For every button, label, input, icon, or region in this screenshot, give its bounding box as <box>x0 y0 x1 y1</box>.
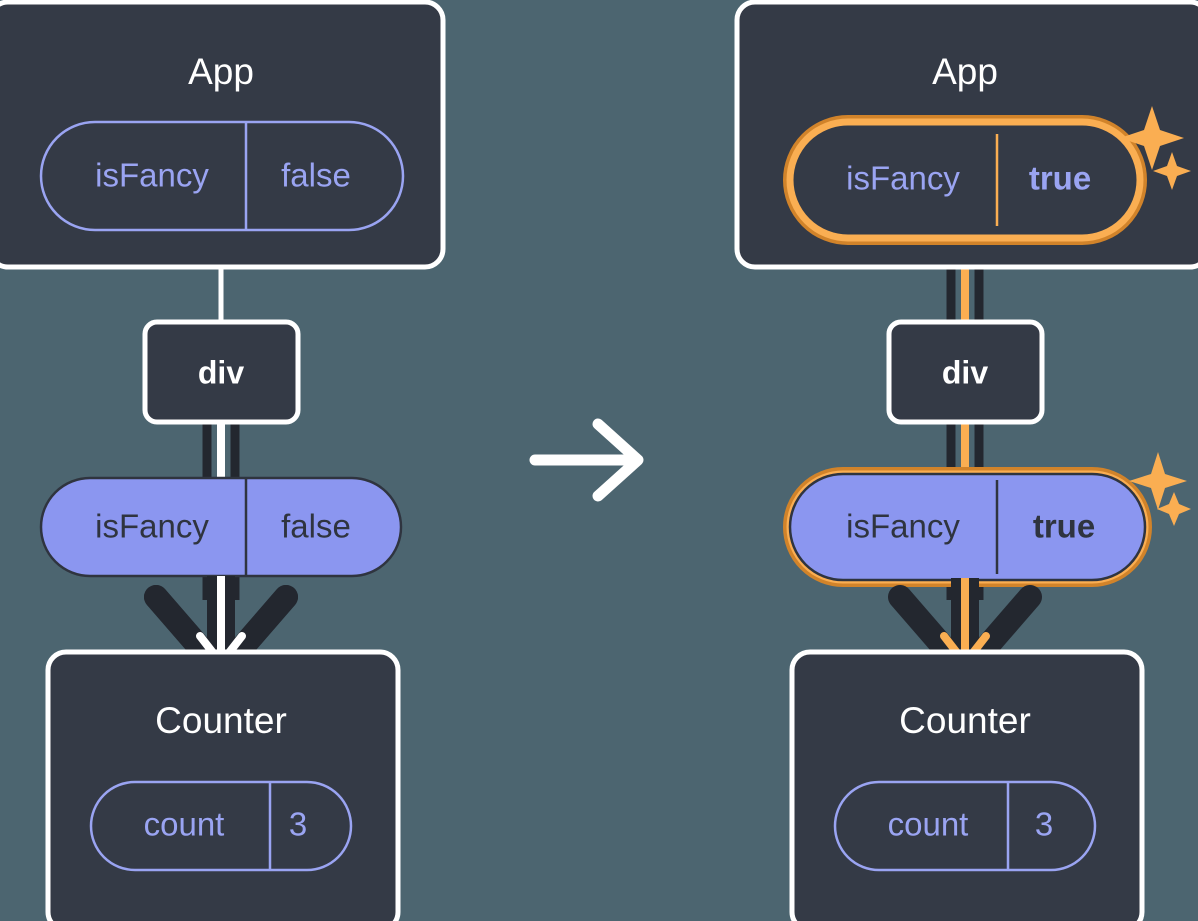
before-counter-pill-value: 3 <box>289 806 307 843</box>
after-app-box[interactable]: App isFancy true <box>734 0 1198 270</box>
after-div-title: div <box>942 354 988 390</box>
before-prop-pill-key: isFancy <box>95 508 209 545</box>
panel-before: App isFancy false div <box>0 0 446 921</box>
before-counter-box[interactable]: Counter count 3 <box>45 649 401 921</box>
after-prop-sparkles-icon <box>1129 452 1191 526</box>
after-app-sparkles-icon <box>1120 106 1191 190</box>
after-counter-pill-value: 3 <box>1035 806 1053 843</box>
before-app-pill-value: false <box>281 157 351 194</box>
after-app-pill-key: isFancy <box>846 160 960 197</box>
after-div-box[interactable]: div <box>886 319 1045 425</box>
before-prop-pill[interactable]: isFancy false <box>39 476 403 578</box>
before-counter-pill[interactable]: count 3 <box>89 780 353 872</box>
before-app-pill[interactable]: isFancy false <box>39 120 405 232</box>
after-prop-pill-value: true <box>1033 508 1095 545</box>
before-app-box[interactable]: App isFancy false <box>0 0 446 270</box>
after-counter-pill[interactable]: count 3 <box>833 780 1097 872</box>
before-counter-pill-key: count <box>144 806 225 843</box>
before-app-pill-key: isFancy <box>95 157 209 194</box>
before-div-box[interactable]: div <box>142 319 301 425</box>
after-app-title: App <box>932 51 998 92</box>
after-prop-pill-key: isFancy <box>846 508 960 545</box>
before-prop-pill-value: false <box>281 508 351 545</box>
after-app-pill-value: true <box>1029 160 1091 197</box>
transition-arrow-icon <box>529 418 644 502</box>
before-div-title: div <box>198 354 244 390</box>
after-prop-pill[interactable]: isFancy true <box>783 467 1152 587</box>
before-app-title: App <box>188 51 254 92</box>
after-counter-pill-key: count <box>888 806 969 843</box>
panel-after: App isFancy true div <box>734 0 1198 921</box>
after-counter-title: Counter <box>899 700 1031 741</box>
after-counter-box[interactable]: Counter count 3 <box>789 649 1145 921</box>
after-app-pill[interactable]: isFancy true <box>783 115 1147 245</box>
before-counter-title: Counter <box>155 700 287 741</box>
